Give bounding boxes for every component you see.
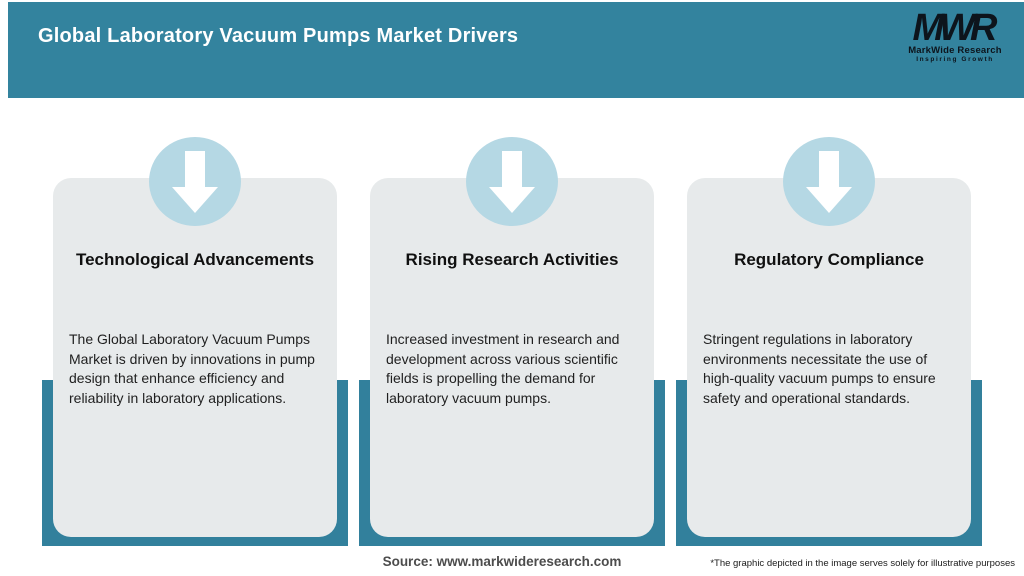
markwide-research-logo: MWR MarkWide Research Inspiring Growth	[900, 7, 1010, 64]
card-panel: Regulatory Compliance Stringent regulati…	[687, 178, 971, 537]
logo-company-name: MarkWide Research	[908, 45, 1002, 56]
page-title: Global Laboratory Vacuum Pumps Market Dr…	[38, 25, 519, 47]
down-arrow-glyph	[489, 151, 535, 213]
card-body-text: Stringent regulations in laboratory envi…	[703, 331, 936, 406]
driver-card-regulatory-compliance: Regulatory Compliance Stringent regulati…	[676, 137, 982, 546]
source-text: Source: www.markwideresearch.com	[382, 554, 622, 569]
logo-mwr-icon: MWR	[912, 7, 998, 49]
driver-card-rising-research-activities: Rising Research Activities Increased inv…	[359, 137, 665, 546]
down-arrow-icon	[783, 137, 875, 226]
card-body-text: The Global Laboratory Vacuum Pumps Marke…	[69, 331, 315, 406]
card-title: Technological Advancements	[75, 250, 315, 269]
card-panel: Rising Research Activities Increased inv…	[370, 178, 654, 537]
card-panel: Technological Advancements The Global La…	[53, 178, 337, 537]
card-title: Rising Research Activities	[405, 250, 619, 269]
down-arrow-icon	[466, 137, 558, 226]
disclaimer-text: *The graphic depicted in the image serve…	[710, 558, 1015, 569]
header-banner: Global Laboratory Vacuum Pumps Market Dr…	[8, 2, 1024, 98]
down-arrow-glyph	[172, 151, 218, 213]
logo-tagline: Inspiring Growth	[916, 56, 994, 63]
down-arrow-glyph	[806, 151, 852, 213]
down-arrow-icon	[149, 137, 241, 226]
card-body-text: Increased investment in research and dev…	[386, 331, 620, 406]
driver-card-technological-advancements: Technological Advancements The Global La…	[42, 137, 348, 546]
card-title: Regulatory Compliance	[734, 250, 924, 269]
